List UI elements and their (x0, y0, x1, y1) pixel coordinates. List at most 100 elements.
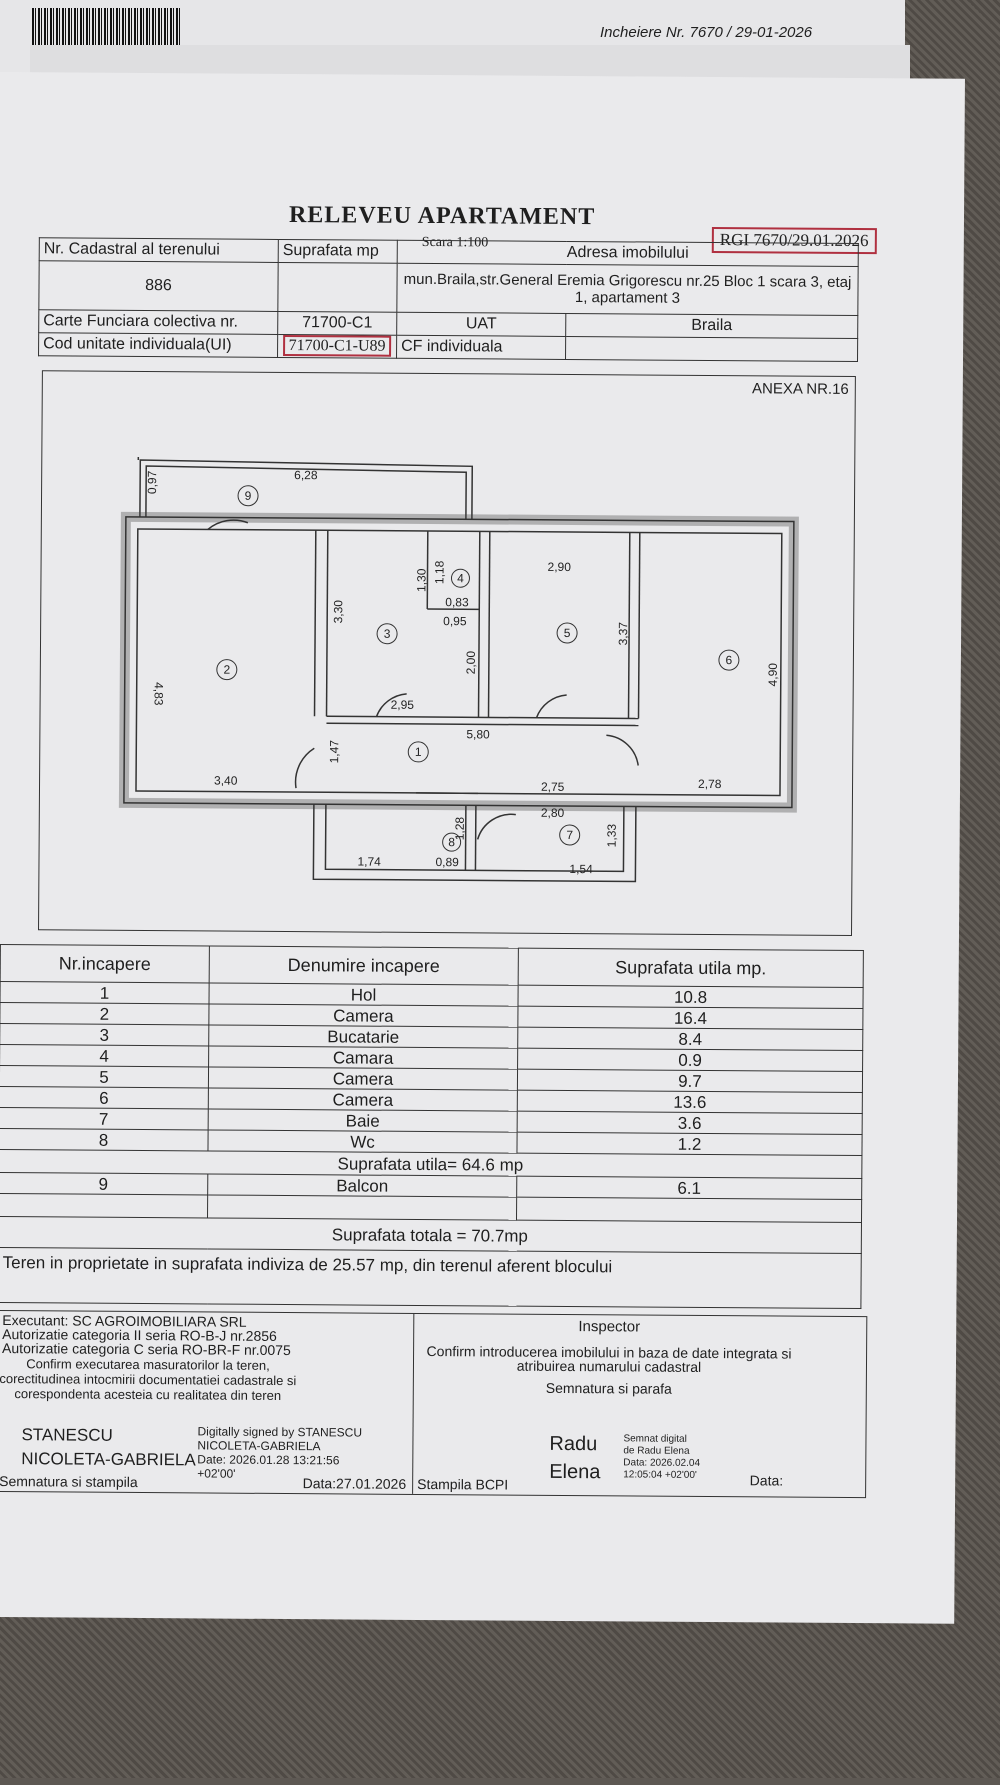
inspector-digital-signature: Semnat digital de Radu Elena Data: 2026.… (623, 1433, 700, 1482)
dimension-labels: 6,28 0,97 4,83 3,40 3,30 2,95 1,30 1,18 … (142, 467, 781, 877)
dim-label: 2,90 (548, 560, 572, 574)
room-area: 6.1 (517, 1176, 862, 1199)
room-nr: 1 (0, 982, 209, 1004)
room-number: 2 (223, 663, 230, 677)
semnatura-stampila: Semnatura si stampila (0, 1474, 138, 1490)
data-executant: Data:27.01.2026 (303, 1476, 407, 1492)
inspector-name: Radu (549, 1433, 597, 1456)
room-area: 10.8 (518, 985, 863, 1008)
col-header: Denumire incapere (209, 946, 518, 985)
dim-label: 1,47 (327, 740, 341, 764)
col-header: Suprafata utila mp. (518, 948, 863, 987)
stampila-bcpi: Stampila BCPI (417, 1477, 508, 1493)
col-header: Nr.incapere (0, 945, 209, 983)
room-area: 8.4 (518, 1027, 863, 1050)
room-name: Camera (208, 1067, 517, 1090)
room-area: 13.6 (517, 1090, 862, 1113)
nr-cadastral-value: 886 (39, 261, 278, 312)
room-area: 9.7 (517, 1069, 862, 1092)
room-nr: 2 (0, 1003, 209, 1025)
rooms-table: Nr.incapere Denumire incapere Suprafata … (0, 944, 864, 1309)
uat-value: Braila (566, 313, 858, 338)
cf-colectiva-value: 71700-C1 (278, 311, 397, 335)
room-number: 7 (566, 828, 573, 842)
dim-label: 1,30 (414, 568, 428, 592)
room-name: Hol (209, 983, 518, 1006)
digital-line: de Radu Elena (623, 1445, 700, 1458)
room-name: Camera (208, 1088, 517, 1111)
dim-label: 3,37 (616, 622, 630, 646)
uat-label: UAT (397, 312, 566, 336)
dim-label: 2,75 (541, 780, 565, 794)
inspector-name: Elena (549, 1461, 600, 1484)
dim-label: 1,33 (605, 824, 619, 848)
cod-ui-label: Cod unitate individuala(UI) (39, 333, 278, 358)
main-sheet: RELEVEU APARTAMENT Scara 1:100 RGI 7670/… (0, 72, 965, 1624)
room-name: Baie (208, 1109, 517, 1132)
room-name: Camera (209, 1004, 518, 1027)
header-table: Nr. Cadastral al terenului Suprafata mp … (38, 237, 859, 362)
room-nr: 3 (0, 1024, 209, 1046)
cf-individuala-value (566, 336, 858, 361)
room-name: Balcon (208, 1174, 517, 1197)
room-nr: 5 (0, 1066, 209, 1088)
dim-label: 1,18 (432, 560, 446, 584)
dim-label: 0,89 (435, 855, 459, 869)
room-markers (216, 486, 741, 854)
room-number: 9 (245, 489, 252, 503)
digital-line: Date: 2026.01.28 13:21:56 (197, 1452, 362, 1467)
dim-label: 1,54 (569, 862, 593, 876)
dim-label: 3,40 (214, 774, 238, 788)
room-area: 16.4 (518, 1006, 863, 1029)
inspector-title: Inspector (414, 1318, 804, 1336)
inspector-section: Inspector Confirm introducerea imobilulu… (413, 1314, 864, 1497)
suprafata-label: Suprafata mp (278, 239, 397, 263)
room-name: Camara (209, 1046, 518, 1069)
digital-line: Semnat digital (623, 1433, 700, 1446)
room-nr: 6 (0, 1087, 208, 1109)
inspector-confirm: atribuirea numarului cadastral (414, 1358, 804, 1376)
room-nr: 9 (0, 1173, 208, 1195)
signer-name: NICOLETA-GABRIELA (21, 1449, 196, 1470)
room-name: Wc (208, 1130, 517, 1153)
room-number: 4 (457, 571, 464, 585)
dim-label: 4,83 (152, 682, 166, 706)
data-inspector: Data: (750, 1473, 784, 1488)
dim-label: 4,90 (766, 663, 780, 687)
nr-cadastral-label: Nr. Cadastral al terenului (39, 238, 278, 263)
floor-plan-drawing: 6,28 0,97 4,83 3,40 3,30 2,95 1,30 1,18 … (39, 371, 855, 935)
room-nr: 7 (0, 1108, 208, 1130)
cod-ui-value: 71700-C1-U89 (283, 335, 392, 357)
dim-label: 6,28 (294, 468, 318, 482)
room-number: 3 (384, 627, 391, 641)
dim-label: 0,95 (443, 614, 467, 628)
confirm-text: corespondenta acesteia cu realitatea din… (0, 1386, 298, 1403)
executant-section: Executant: SC AGROIMOBILIARA SRL Autoriz… (0, 1311, 414, 1494)
room-number: 5 (564, 626, 571, 640)
room-number: 1 (415, 745, 422, 759)
page-title: RELEVEU APARTAMENT (289, 202, 595, 231)
dim-label: 2,95 (391, 698, 415, 712)
dim-label: 0,83 (445, 595, 469, 609)
dim-label: 3,30 (331, 600, 345, 624)
digital-signature: Digitally signed by STANESCU NICOLETA-GA… (197, 1424, 362, 1481)
room-area: 1.2 (517, 1132, 862, 1155)
dim-label: 1,74 (357, 855, 381, 869)
adresa-label: Adresa imobilului (397, 240, 858, 266)
floor-plan: ANEXA NR.16 (38, 370, 856, 936)
teren-note: Teren in proprietate in suprafata indivi… (0, 1248, 861, 1309)
room-nr: 8 (0, 1129, 208, 1151)
digital-line: Data: 2026.02.04 (623, 1457, 700, 1470)
room-nr: 4 (0, 1045, 209, 1067)
semnatura-parafa: Semnatura si parafa (414, 1380, 804, 1398)
digital-line: Digitally signed by STANESCU (197, 1424, 362, 1439)
digital-line: 12:05:04 +02'00' (623, 1469, 700, 1482)
dim-label: 2,00 (464, 651, 478, 675)
cf-individuala-label: CF individuala (397, 335, 566, 359)
signer-name: STANESCU (21, 1425, 112, 1446)
cf-colectiva-label: Carte Funciara colectiva nr. (39, 310, 278, 335)
room-number: 6 (726, 653, 733, 667)
dim-label: 0,97 (145, 470, 159, 494)
adresa-value: mun.Braila,str.General Eremia Grigorescu… (397, 263, 858, 315)
dim-label: 5,80 (466, 727, 490, 741)
